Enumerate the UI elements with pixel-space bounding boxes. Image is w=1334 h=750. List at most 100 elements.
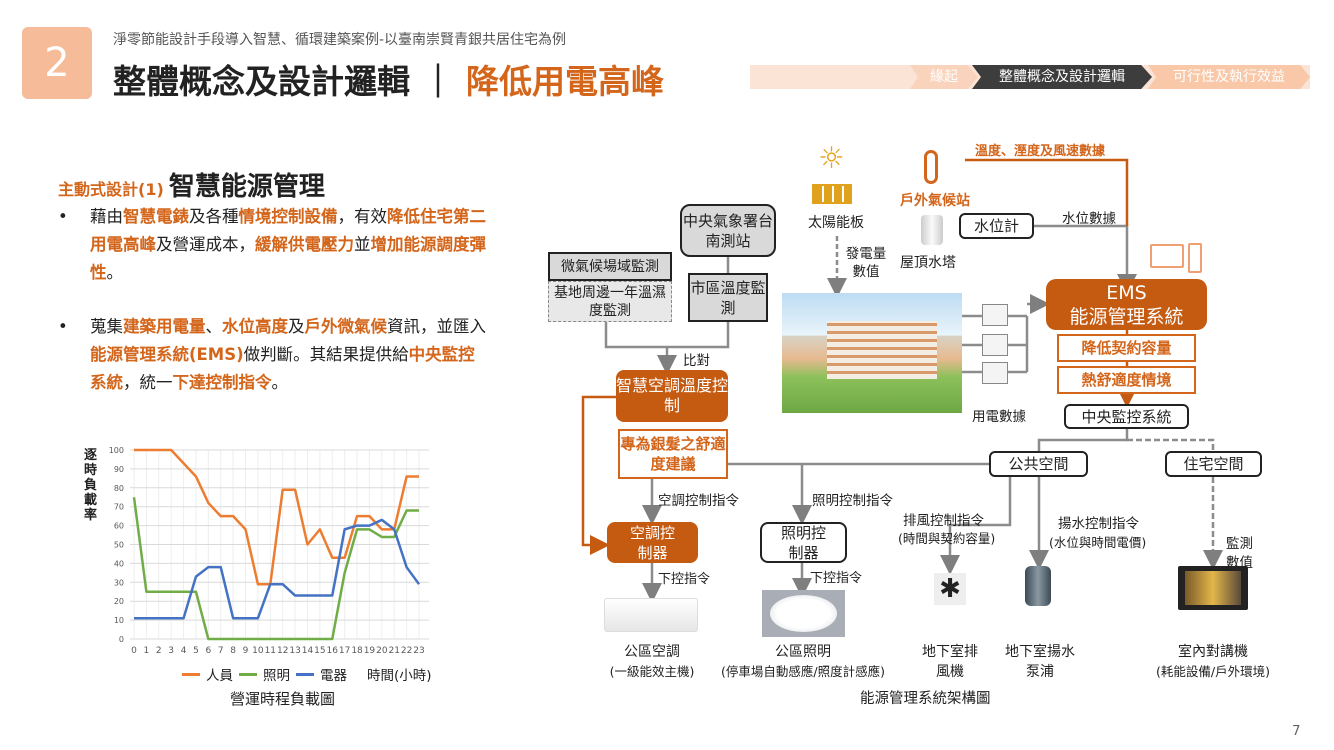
ac-command-label: 空調控制指令 [658, 493, 739, 509]
pump-command-detail: (水位與時間電價) [1049, 535, 1147, 550]
water-pump-caption: 地下室揚水泵浦 [1005, 644, 1075, 680]
solar-label: 太陽能板 [808, 215, 864, 231]
x-tick-label: 12 [277, 646, 288, 656]
ceiling-light-image [762, 590, 845, 637]
page-subtitle: 淨零節能設計手段導入智慧、循環建築案例-以臺南崇賢青銀共居住宅為例 [113, 32, 567, 48]
body-text: 。 [106, 263, 124, 282]
body-text: 並 [354, 235, 371, 254]
power-meter-icon [982, 334, 1008, 356]
x-tick-label: 19 [364, 646, 376, 656]
x-tick-label: 21 [388, 646, 399, 656]
y-tick-label: 100 [109, 446, 124, 455]
legend-people: 人員 [206, 668, 233, 684]
highlight-text: 情境控制設備 [238, 207, 338, 226]
highlight-text: 戶外微氣候 [304, 317, 388, 336]
city-temp-box: 市區溫度監測 [688, 273, 768, 322]
x-tick-label: 20 [376, 646, 388, 656]
down-command-label: 下控指令 [658, 572, 711, 587]
highlight-text: 下達控制指令 [172, 373, 272, 392]
section-prefix: 主動式設計(1) [58, 180, 164, 199]
pump-command-label: 揚水控制指令 [1058, 516, 1139, 532]
page-title: 整體概念及設計邏輯 ｜ 降低用電高峰 [113, 55, 664, 103]
body-text: 蒐集 [90, 317, 123, 336]
section-heading: 主動式設計(1) 智慧能源管理 [58, 166, 325, 203]
body-text: 及各種 [189, 207, 239, 226]
generation-label: 發電量數值 [845, 246, 887, 280]
central-monitoring-box: 中央監控系統 [1064, 404, 1189, 429]
chart-ylabel: 逐時負載率 [84, 448, 98, 523]
body-text: ，統一 [123, 373, 173, 392]
site-monitor-box: 基地周邊一年溫濕度監測 [548, 281, 672, 322]
x-tick-label: 16 [327, 646, 339, 656]
monitor-icon [1150, 244, 1184, 268]
y-tick-label: 80 [114, 484, 124, 493]
x-tick-label: 4 [181, 646, 187, 656]
reduce-contract-box: 降低契約容量 [1057, 334, 1196, 362]
building-image [782, 293, 962, 413]
gray-connectors [604, 224, 1223, 603]
legend-swatch-people [182, 672, 200, 676]
elder-comfort-box: 專為銀髮之舒適度建議 [618, 429, 728, 479]
y-tick-label: 0 [119, 635, 124, 644]
water-tank-label: 屋頂水塔 [900, 255, 956, 271]
section-number-badge: 2 [22, 27, 92, 99]
body-text: 做判斷。其結果提供給 [243, 345, 409, 364]
ems-title: EMS [1106, 281, 1147, 304]
down-command-label: 下控指令 [810, 571, 863, 586]
ac-controller-box: 空調控制器 [607, 522, 698, 563]
building-facade [827, 321, 937, 379]
y-tick-label: 50 [114, 541, 124, 550]
title-main: 整體概念及設計邏輯 [113, 62, 410, 101]
x-tick-label: 18 [351, 646, 363, 656]
highlight-text: 降低住宅第二用電高峰 [90, 207, 486, 254]
bullet-dot: • [58, 317, 68, 336]
highlight-text: 智慧電錶 [123, 207, 189, 226]
x-tick-label: 10 [252, 646, 264, 656]
water-data-label: 水位數據 [1062, 211, 1116, 227]
breadcrumb-item-feasibility[interactable]: 可行性及執行效益 [1148, 65, 1310, 89]
chart-xlabel: 時間(小時) [367, 668, 432, 684]
weather-data-label: 溫度、溼度及風速數據 [975, 144, 1106, 159]
chart-title: 營運時程負載圖 [230, 690, 336, 708]
x-tick-label: 11 [265, 646, 276, 656]
bullet-1: •藉由智慧電錶及各種情境控制設備，有效降低住宅第二用電高峰及營運成本，緩解供電壓… [58, 203, 488, 287]
x-tick-label: 8 [230, 646, 236, 656]
lighting-device-detail: (停車場自動感應/照度計感應) [721, 664, 885, 679]
fan-command-detail: (時間與契約容量) [898, 531, 996, 546]
legend-appliance: 電器 [320, 668, 347, 684]
x-tick-label: 22 [401, 646, 412, 656]
breadcrumb-item-origin[interactable]: 緣起 [910, 65, 978, 89]
thermal-comfort-box: 熱舒適度情境 [1057, 366, 1196, 394]
ac-device-name: 公區空調 [624, 644, 680, 660]
compare-label: 比對 [683, 353, 710, 369]
intercom-name: 室內對講機 [1178, 644, 1248, 660]
x-tick-label: 7 [218, 646, 224, 656]
x-tick-label: 3 [168, 646, 174, 656]
bullet-text: 藉由智慧電錶及各種情境控制設備，有效降低住宅第二用電高峰及營運成本，緩解供電壓力… [90, 203, 488, 287]
intercom-detail: (耗能設備/戶外環境) [1156, 664, 1270, 679]
x-tick-label: 14 [302, 646, 314, 656]
lighting-controller-box: 照明控制器 [760, 522, 847, 563]
series-line-照明 [132, 497, 419, 641]
body-text: 藉由 [90, 207, 123, 226]
smart-ac-box: 智慧空調溫度控制 [616, 370, 728, 422]
micro-climate-box: 微氣候場域監測 [548, 252, 672, 281]
series-line-電器 [134, 518, 421, 620]
intercom-image [1178, 566, 1248, 610]
air-conditioner-image [604, 598, 698, 632]
power-data-label: 用電數據 [972, 409, 1026, 425]
x-tick-label: 1 [144, 646, 150, 656]
title-accent: 降低用電高峰 [466, 62, 664, 101]
water-tank-icon [921, 215, 943, 245]
x-tick-label: 9 [243, 646, 249, 656]
power-meter-icon [982, 304, 1008, 326]
weather-station-label: 戶外氣候站 [900, 193, 970, 209]
bullet-2: •蒐集建築用電量、水位高度及戶外微氣候資訊，並匯入能源管理系統(EMS)做判斷。… [58, 313, 488, 397]
y-tick-label: 10 [114, 616, 124, 625]
intercom-caption: 室內對講機 (耗能設備/戶外環境) [1140, 642, 1286, 682]
highlight-text: 增加能源調度彈性 [90, 235, 486, 282]
sun-icon: ☼ [818, 141, 845, 176]
body-text: 、 [205, 317, 223, 336]
breadcrumb-item-current[interactable]: 整體概念及設計邏輯 [972, 65, 1152, 89]
